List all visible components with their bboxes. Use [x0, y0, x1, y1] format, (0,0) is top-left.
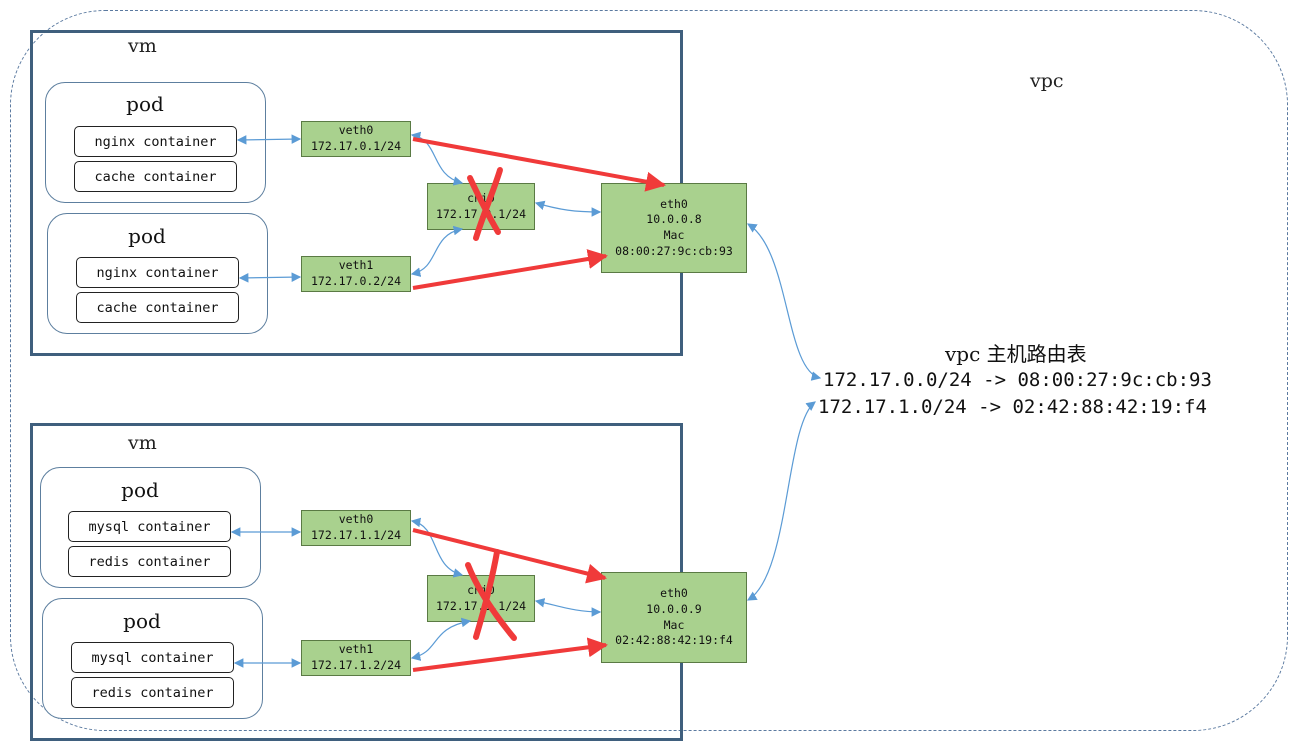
bridge-ip: 172.17.0.1/24: [435, 206, 526, 221]
vm-2-pod-2-label: pod: [123, 609, 161, 633]
eth-mac: 08:00:27:9c:cb:93: [615, 243, 733, 258]
vpc-label: vpc: [1030, 70, 1064, 92]
vm-2-bridge: cni0 172.17.1.1/24: [427, 575, 535, 622]
vm-1-pod-2-label: pod: [128, 224, 166, 248]
container-box: mysql container: [71, 642, 234, 673]
bridge-ip: 172.17.1.1/24: [435, 598, 526, 613]
container-box: nginx container: [74, 126, 237, 157]
eth-name: eth0: [660, 196, 688, 211]
bridge-name: cni0: [467, 582, 495, 597]
vm-1-veth0: veth0 172.17.0.1/24: [301, 121, 411, 157]
route-entry: 172.17.1.0/24 -> 02:42:88:42:19:f4: [818, 396, 1207, 418]
veth-ip: 172.17.1.2/24: [310, 658, 401, 672]
vm-1-pod-1-label: pod: [126, 92, 164, 116]
eth-name: eth0: [660, 586, 688, 601]
container-box: redis container: [68, 546, 231, 577]
vm-2-veth0: veth0 172.17.1.1/24: [301, 510, 411, 546]
container-box: nginx container: [76, 257, 239, 288]
bridge-name: cni0: [467, 190, 495, 205]
container-box: cache container: [76, 292, 239, 323]
veth-name: veth1: [338, 642, 374, 657]
eth-mac-label: Mac: [663, 617, 685, 632]
vpc-boundary: [10, 10, 1288, 731]
vm-1-eth0: eth0 10.0.0.8 Mac 08:00:27:9c:cb:93: [601, 183, 747, 273]
vm-1-label: vm: [128, 35, 157, 57]
vm-2-eth0: eth0 10.0.0.9 Mac 02:42:88:42:19:f4: [601, 572, 747, 663]
eth-ip: 10.0.0.8: [646, 212, 702, 227]
vm-2-pod-1-label: pod: [121, 478, 159, 502]
vm-2-veth1: veth1 172.17.1.2/24: [301, 640, 411, 676]
veth-ip: 172.17.1.1/24: [310, 528, 401, 542]
container-box: mysql container: [68, 511, 231, 542]
vm-1-veth1: veth1 172.17.0.2/24: [301, 256, 411, 292]
container-box: redis container: [71, 677, 234, 708]
veth-name: veth0: [338, 512, 374, 527]
route-entry: 172.17.0.0/24 -> 08:00:27:9c:cb:93: [823, 369, 1212, 391]
eth-ip: 10.0.0.9: [646, 601, 702, 616]
veth-name: veth1: [338, 258, 374, 273]
veth-ip: 172.17.0.2/24: [310, 274, 401, 288]
eth-mac: 02:42:88:42:19:f4: [615, 633, 733, 648]
veth-ip: 172.17.0.1/24: [310, 139, 401, 153]
container-box: cache container: [74, 161, 237, 192]
eth-mac-label: Mac: [663, 228, 685, 242]
veth-name: veth0: [338, 123, 374, 138]
vm-2-label: vm: [128, 432, 157, 454]
vm-1-bridge: cni0 172.17.0.1/24: [427, 183, 535, 230]
route-table-title: vpc 主机路由表: [945, 342, 1087, 366]
